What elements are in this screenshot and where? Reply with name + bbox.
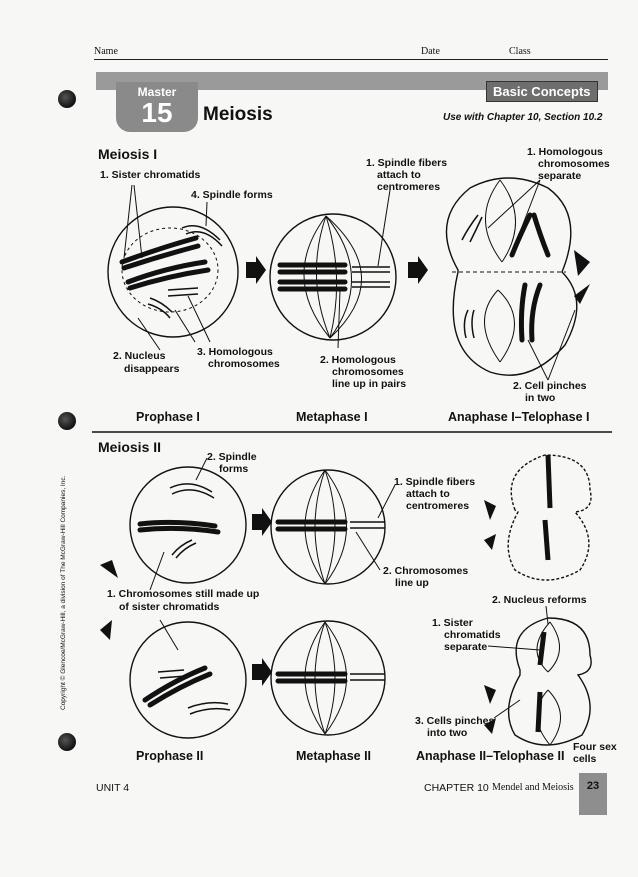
label-nucleus-reforms: 2. Nucleus reforms [492, 594, 587, 606]
label-nucleus-disappears-2: disappears [124, 363, 180, 375]
label-homologous-separate-3: separate [538, 170, 582, 182]
label-spindle-forms-2-1: 2. Spindle [207, 451, 257, 463]
stage-metaphase-1: Metaphase I [296, 410, 368, 424]
metaphase-2-bottom-cell [270, 620, 386, 736]
chapter-reference: Use with Chapter 10, Section 10.2 [443, 112, 603, 123]
label-sister-separate-2: chromatids [444, 629, 501, 641]
arrow-metaphase-to-anaphase-1 [408, 256, 428, 284]
footer-unit: UNIT 4 [96, 782, 130, 794]
arrow-prophase-to-metaphase-2-top [252, 508, 272, 536]
arrow-to-telophase-2-top-b [484, 534, 496, 550]
label-homologous-separate-1: 1. Homologous [527, 146, 603, 158]
label-four-sex-cells-1: Four sex [573, 741, 617, 753]
label-homologous-separate-2: chromosomes [538, 158, 610, 170]
label-cells-pinches-1: 3. Cells pinches [415, 715, 495, 727]
label-homologous-1: 3. Homologous [197, 346, 273, 358]
stage-prophase-2: Prophase II [136, 749, 204, 763]
arrow-to-telophase-2-bottom-a [484, 685, 496, 704]
prophase-2-top-cell [129, 466, 247, 584]
binder-hole-2 [58, 412, 76, 430]
label-spindle-forms: 4. Spindle forms [191, 189, 273, 201]
label-spindle-attach-2: attach to [377, 169, 421, 181]
label-homologous-2: chromosomes [208, 358, 280, 370]
arrow-prophase-to-metaphase-2-bottom [252, 658, 272, 686]
arrow-prophase-to-metaphase-1 [246, 256, 266, 284]
meiosis-2-heading: Meiosis II [98, 439, 162, 455]
footer-chapter-title: Mendel and Meiosis [492, 782, 574, 793]
arrow-into-prophase-2-bottom [100, 620, 112, 640]
arrow-to-meiosis-2-top [574, 250, 590, 276]
page-title: Meiosis [203, 104, 273, 125]
label-line-up-pairs-3: line up in pairs [332, 378, 407, 390]
stage-prophase-1: Prophase I [136, 410, 200, 424]
label-still-sister-2: of sister chromatids [119, 601, 220, 613]
label-chromosomes-line-up-2: line up [395, 577, 429, 589]
label-cell-pinches-1: 2. Cell pinches [513, 380, 587, 392]
stage-anaphase-telophase-1: Anaphase I–Telophase I [448, 410, 590, 424]
label-line-up-pairs-1: 2. Homologous [320, 354, 396, 366]
arrow-to-telophase-2-top-a [484, 500, 496, 520]
master-tab [116, 82, 198, 132]
footer-chapter: CHAPTER 10 [424, 782, 489, 794]
label-line-up-pairs-2: chromosomes [332, 366, 404, 378]
label-sister-chromatids: 1. Sister chromatids [100, 169, 201, 181]
label-sister-separate-1: 1. Sister [432, 617, 473, 629]
basic-concepts-badge: Basic Concepts [486, 81, 598, 102]
label-spindle-attach-2-3: centromeres [406, 500, 470, 512]
metaphase-1-cell [269, 213, 397, 341]
anaphase-1-cell [445, 177, 578, 376]
master-number: 15 [141, 97, 173, 128]
page-number: 23 [579, 773, 607, 815]
name-rule [94, 59, 608, 60]
label-spindle-attach-3: centromeres [377, 181, 441, 193]
arrow-to-meiosis-2-bottom [574, 284, 590, 304]
prophase-2-bottom-cell [129, 621, 247, 739]
stage-metaphase-2: Metaphase II [296, 749, 372, 763]
master-label: Master [137, 85, 177, 99]
arrow-to-telophase-2-bottom-b [484, 718, 496, 734]
label-cell-pinches-2: in two [525, 392, 556, 404]
label-spindle-attach-2-2: attach to [406, 488, 450, 500]
label-chromosomes-line-up-1: 2. Chromosomes [383, 565, 469, 577]
label-still-sister-1: 1. Chromosomes still made up [107, 588, 260, 600]
class-label: Class [509, 46, 531, 57]
prophase-1-cell [107, 206, 239, 338]
name-label: Name [94, 46, 118, 57]
label-four-sex-cells-2: cells [573, 753, 597, 765]
stage-anaphase-telophase-2: Anaphase II–Telophase II [416, 749, 565, 763]
binder-hole-1 [58, 90, 76, 108]
label-nucleus-disappears-1: 2. Nucleus [113, 350, 166, 362]
binder-hole-3 [58, 733, 76, 751]
header-banner [96, 72, 608, 90]
telophase-2-top-cell [507, 454, 592, 581]
arrow-into-prophase-2-top [100, 560, 118, 578]
label-spindle-attach-2-1: 1. Spindle fibers [394, 476, 476, 488]
label-spindle-forms-2-2: forms [219, 463, 249, 475]
metaphase-2-top-cell [270, 469, 386, 585]
meiosis-1-heading: Meiosis I [98, 146, 158, 162]
telophase-2-bottom-cell [507, 617, 592, 746]
label-cells-pinches-2: into two [427, 727, 468, 739]
date-label: Date [421, 46, 440, 57]
label-spindle-attach-1: 1. Spindle fibers [366, 157, 448, 169]
label-sister-separate-3: separate [444, 641, 488, 653]
